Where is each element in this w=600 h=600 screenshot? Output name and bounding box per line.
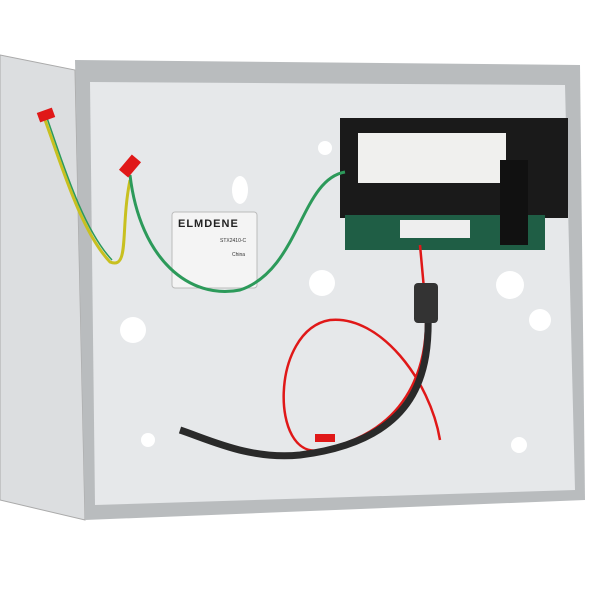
battery-lead-red <box>282 244 442 452</box>
psu-rating-label <box>358 133 506 183</box>
enclosure-door <box>0 54 86 521</box>
earth-wire-green <box>128 170 346 293</box>
product-label <box>171 211 258 289</box>
knockout-holes <box>120 141 551 453</box>
brand-name: ELMDENE <box>178 218 239 230</box>
country-of-origin: China <box>232 252 246 258</box>
psu-bracket <box>500 160 528 245</box>
crimp-terminal <box>118 154 142 178</box>
crimp-terminal <box>36 107 56 123</box>
ferrite-core <box>414 283 438 323</box>
battery-lead-black <box>178 309 432 460</box>
battery-connector <box>315 434 335 442</box>
model-number: STX2410-C <box>220 238 247 244</box>
terminal-block <box>400 220 470 238</box>
earth-wire-yellow <box>43 119 132 265</box>
